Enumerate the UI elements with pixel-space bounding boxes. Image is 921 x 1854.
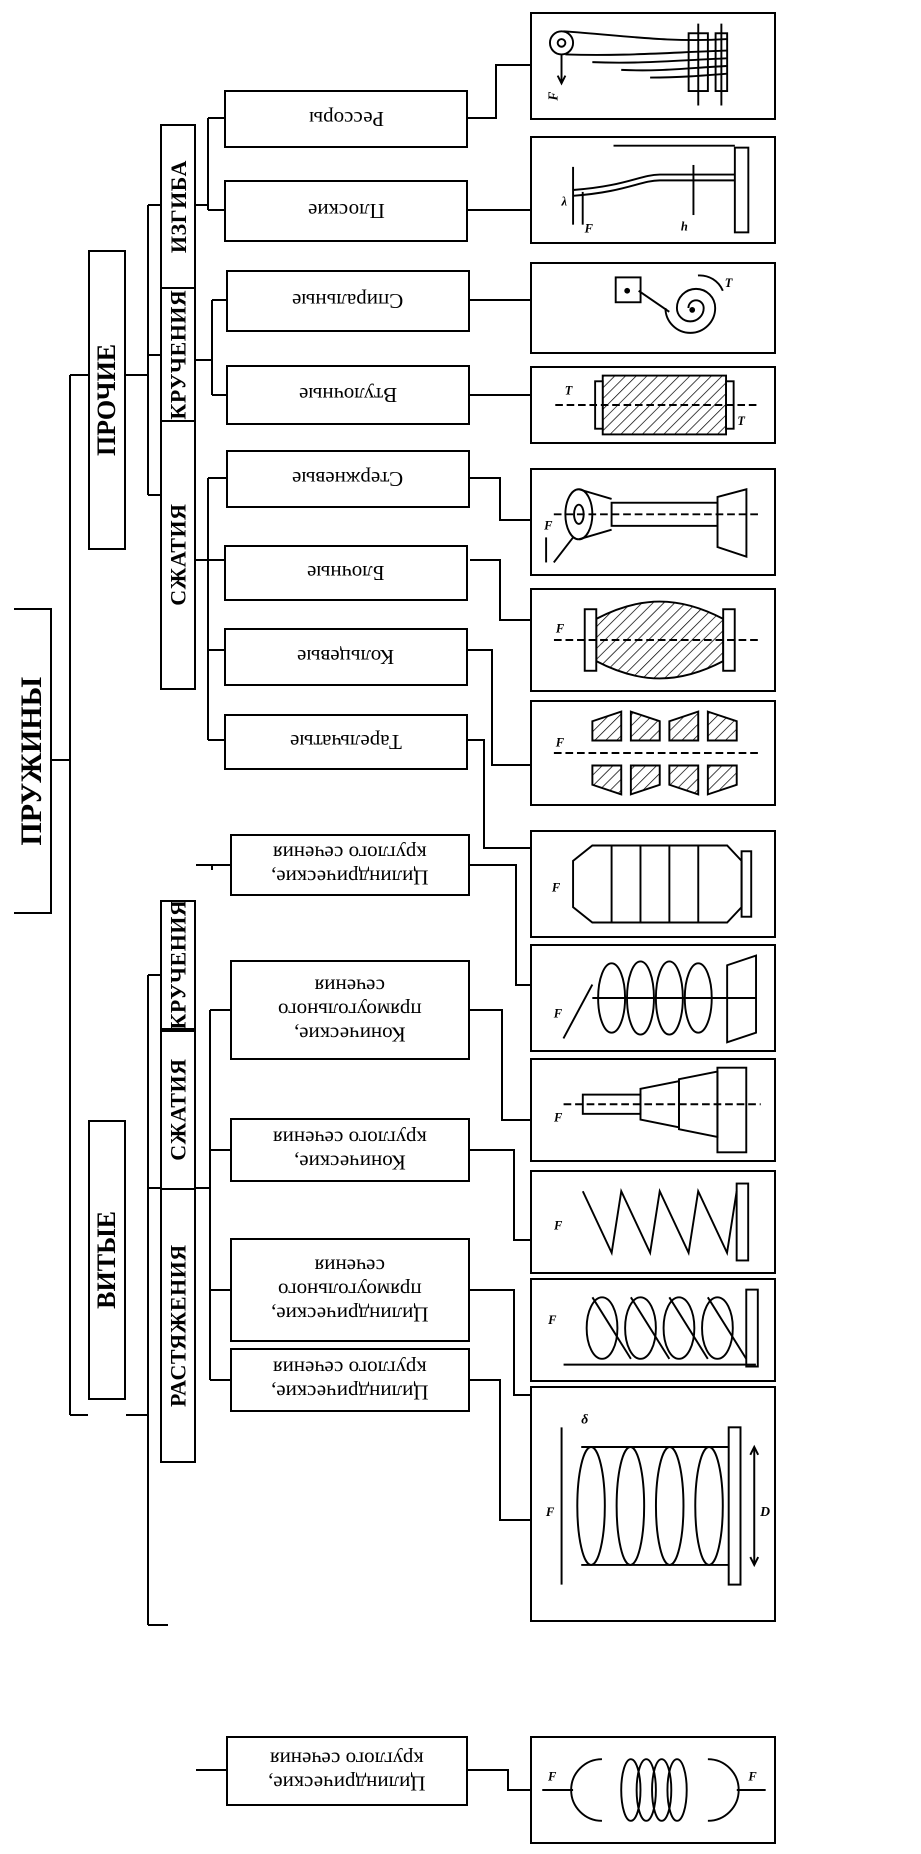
flat-spring-icon: λ F h: [532, 138, 774, 242]
root-label: ПРУЖИНЫ: [15, 677, 50, 846]
force-label: F: [543, 519, 553, 533]
leaf-spiralnye-label: Спиральные: [292, 289, 403, 313]
figure-cyl-rect-spring: F: [530, 1170, 776, 1274]
conical-round-spring-icon: F: [532, 1060, 774, 1160]
leaf-cil-krug-szh: Цилиндрические, круглого сечения: [230, 1348, 470, 1412]
leaf-koltsevye: Кольцевые: [224, 628, 468, 686]
block-spring-icon: F: [532, 590, 774, 690]
force-label: F: [553, 1006, 563, 1020]
leaf-kon-pryam: Конические, прямоугольного сечения: [230, 960, 470, 1060]
force-label: F: [555, 735, 565, 749]
leaf-vtulochnye-label: Втулочные: [299, 383, 397, 407]
leaf-kon-pryam-label: Конические, прямоугольного сечения: [278, 974, 422, 1046]
figure-extension-spring: F F: [530, 1736, 776, 1844]
leaf-vtulochnye: Втулочные: [226, 365, 470, 425]
cyl-rect-spring-icon: F: [532, 1172, 774, 1272]
leaf-ressory: Рессоры: [224, 90, 468, 148]
figure-cyl-round-compression-spring: F: [530, 1278, 776, 1382]
leaf-ressory-label: Рессоры: [309, 107, 384, 131]
leaf-cil-kruch-label: Цилиндрические, круглого сечения: [271, 841, 429, 889]
force-label: F: [553, 1111, 563, 1125]
figure-sleeve-spring: T T: [530, 366, 776, 444]
force-label: F: [747, 1769, 757, 1783]
lambda-label: λ: [561, 194, 568, 208]
figure-block-spring: F: [530, 588, 776, 692]
force-label: F: [555, 621, 565, 635]
subgroup-rastyazheniya: РАСТЯЖЕНИЯ: [160, 1188, 196, 1463]
subgroup-izgiba-label: ИЗГИБА: [165, 160, 190, 253]
leaf-cil-krug-rast-label: Цилиндрические, круглого сечения: [268, 1747, 426, 1795]
figure-spiral-spring: T: [530, 262, 776, 354]
figure-cyl-round-tension-spring: δ D F: [530, 1386, 776, 1622]
force-label: F: [547, 1769, 557, 1783]
delta-label: δ: [581, 1411, 588, 1426]
root-node: ПРУЖИНЫ: [14, 608, 52, 914]
leaf-tarelchatye-label: Тарельчатые: [290, 730, 402, 754]
cyl-round-compression-spring-icon: F: [532, 1280, 774, 1380]
h-label: h: [681, 219, 688, 233]
group-vitye: ВИТЫЕ: [88, 1120, 126, 1400]
force-label: F: [545, 1505, 555, 1519]
leaf-kon-krug: Конические, круглого сечения: [230, 1118, 470, 1182]
leaf-cil-kruch: Цилиндрические, круглого сечения: [230, 834, 470, 896]
leaf-blochnye: Блочные: [224, 545, 468, 601]
leaf-cil-krug-szh-label: Цилиндрические, круглого сечения: [271, 1356, 429, 1404]
leaf-ploskie-label: Плоские: [308, 199, 385, 223]
force-label: F: [584, 221, 594, 235]
rod-spring-icon: F: [532, 470, 774, 574]
figure-conical-round-spring: F: [530, 1058, 776, 1162]
subgroup-krucheniya-vitye: КРУЧЕНИЯ: [160, 900, 196, 1030]
ring-spring-icon: F: [532, 702, 774, 804]
subgroup-izgiba: ИЗГИБА: [160, 124, 196, 289]
leaf-cil-pryam: Цилиндрические, прямоугольного сечения: [230, 1238, 470, 1342]
torque-label: T: [565, 384, 573, 398]
subgroup-szhatiya-prochie-label: СЖАТИЯ: [165, 504, 190, 606]
force-label: F: [546, 92, 561, 102]
sleeve-spring-icon: T T: [532, 368, 774, 442]
figure-conical-rect-spring: F: [530, 944, 776, 1052]
force-label: F: [553, 1219, 563, 1233]
leaf-tarelchatye: Тарельчатые: [224, 714, 468, 770]
leaf-koltsevye-label: Кольцевые: [297, 645, 394, 669]
torque-label: T: [725, 276, 733, 290]
spiral-spring-icon: T: [532, 264, 774, 352]
figure-ring-spring: F: [530, 700, 776, 806]
cyl-torsion-spring-icon: F: [532, 832, 774, 936]
leaf-spring-icon: F: [532, 14, 774, 118]
leaf-cil-krug-rast: Цилиндрические, круглого сечения: [226, 1736, 468, 1806]
extension-spring-icon: F F: [532, 1738, 774, 1842]
figure-flat-spring: λ F h: [530, 136, 776, 244]
subgroup-krucheniya-vitye-label: КРУЧЕНИЯ: [165, 900, 190, 1030]
group-vitye-label: ВИТЫЕ: [92, 1211, 122, 1309]
leaf-sterzhnevye: Стержневые: [226, 450, 470, 508]
leaf-sterzhnevye-label: Стержневые: [292, 467, 403, 491]
leaf-kon-krug-label: Конические, круглого сечения: [273, 1126, 427, 1174]
subgroup-szhatiya-vitye-label: СЖАТИЯ: [165, 1059, 190, 1161]
torque-label: T: [737, 414, 745, 428]
subgroup-rastyazheniya-label: РАСТЯЖЕНИЯ: [165, 1244, 190, 1407]
group-prochie-label: ПРОЧИЕ: [92, 344, 122, 456]
force-label: F: [547, 1313, 557, 1327]
leaf-ploskie: Плоские: [224, 180, 468, 242]
subgroup-szhatiya-vitye: СЖАТИЯ: [160, 1030, 196, 1190]
force-label: F: [551, 881, 561, 895]
conical-rect-spring-icon: F: [532, 946, 774, 1050]
subgroup-krucheniya-prochie-label: КРУЧЕНИЯ: [165, 290, 190, 420]
d-label: D: [759, 1504, 770, 1519]
leaf-blochnye-label: Блочные: [307, 561, 384, 585]
subgroup-krucheniya-prochie: КРУЧЕНИЯ: [160, 287, 196, 422]
leaf-spiralnye: Спиральные: [226, 270, 470, 332]
cyl-round-tension-spring-icon: δ D F: [532, 1388, 774, 1620]
figure-rod-spring: F: [530, 468, 776, 576]
figure-cyl-torsion-spring: F: [530, 830, 776, 938]
group-prochie: ПРОЧИЕ: [88, 250, 126, 550]
subgroup-szhatiya-prochie: СЖАТИЯ: [160, 420, 196, 690]
figure-leaf-spring: F: [530, 12, 776, 120]
leaf-cil-pryam-label: Цилиндрические, прямоугольного сечения: [271, 1254, 429, 1326]
